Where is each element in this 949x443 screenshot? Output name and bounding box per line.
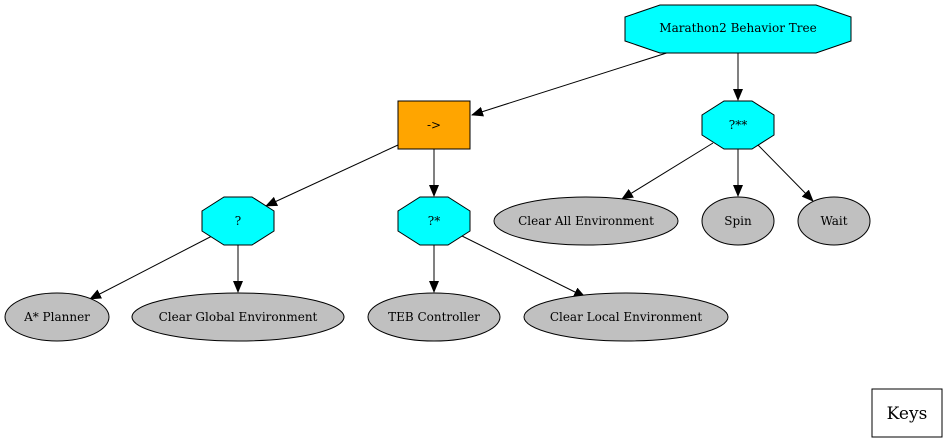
fallback-plan-node: ? (201, 196, 275, 246)
action-spin: Spin (701, 196, 775, 246)
fallback-plan-label: ? (235, 214, 241, 228)
edge-root-sequence (471, 49, 677, 117)
fallback-recovery-node: ?** (701, 100, 775, 150)
action-clear-global: Clear Global Environment (131, 292, 345, 342)
edge-recovery-clearall (621, 142, 714, 200)
edge-sequence-plan (265, 144, 399, 207)
root-node-label: Marathon2 Behavior Tree (659, 21, 816, 35)
action-spin-label: Spin (724, 214, 752, 228)
fallback-control-label: ?* (428, 214, 440, 228)
edge-control-clearlocal (461, 235, 586, 298)
sequence-node: -> (397, 100, 471, 150)
action-clear-local: Clear Local Environment (523, 292, 729, 342)
action-astar-label: A* Planner (23, 310, 90, 324)
edge-recovery-wait (757, 144, 814, 202)
edges (89, 49, 814, 300)
fallback-control-node: ?* (397, 196, 471, 246)
action-wait: Wait (797, 196, 871, 246)
sequence-node-label: -> (427, 118, 441, 132)
action-teb: TEB Controller (367, 292, 501, 342)
action-clear-local-label: Clear Local Environment (550, 310, 703, 324)
root-node: Marathon2 Behavior Tree (624, 4, 852, 54)
keys-legend: Keys (871, 388, 943, 438)
action-teb-label: TEB Controller (388, 310, 480, 324)
edge-plan-astar (89, 235, 213, 300)
action-wait-label: Wait (820, 214, 847, 228)
action-clear-global-label: Clear Global Environment (159, 310, 318, 324)
keys-label: Keys (887, 404, 928, 424)
fallback-recovery-label: ?** (729, 118, 747, 132)
action-clear-all: Clear All Environment (493, 196, 679, 246)
action-astar: A* Planner (4, 292, 110, 342)
action-clear-all-label: Clear All Environment (518, 214, 654, 228)
